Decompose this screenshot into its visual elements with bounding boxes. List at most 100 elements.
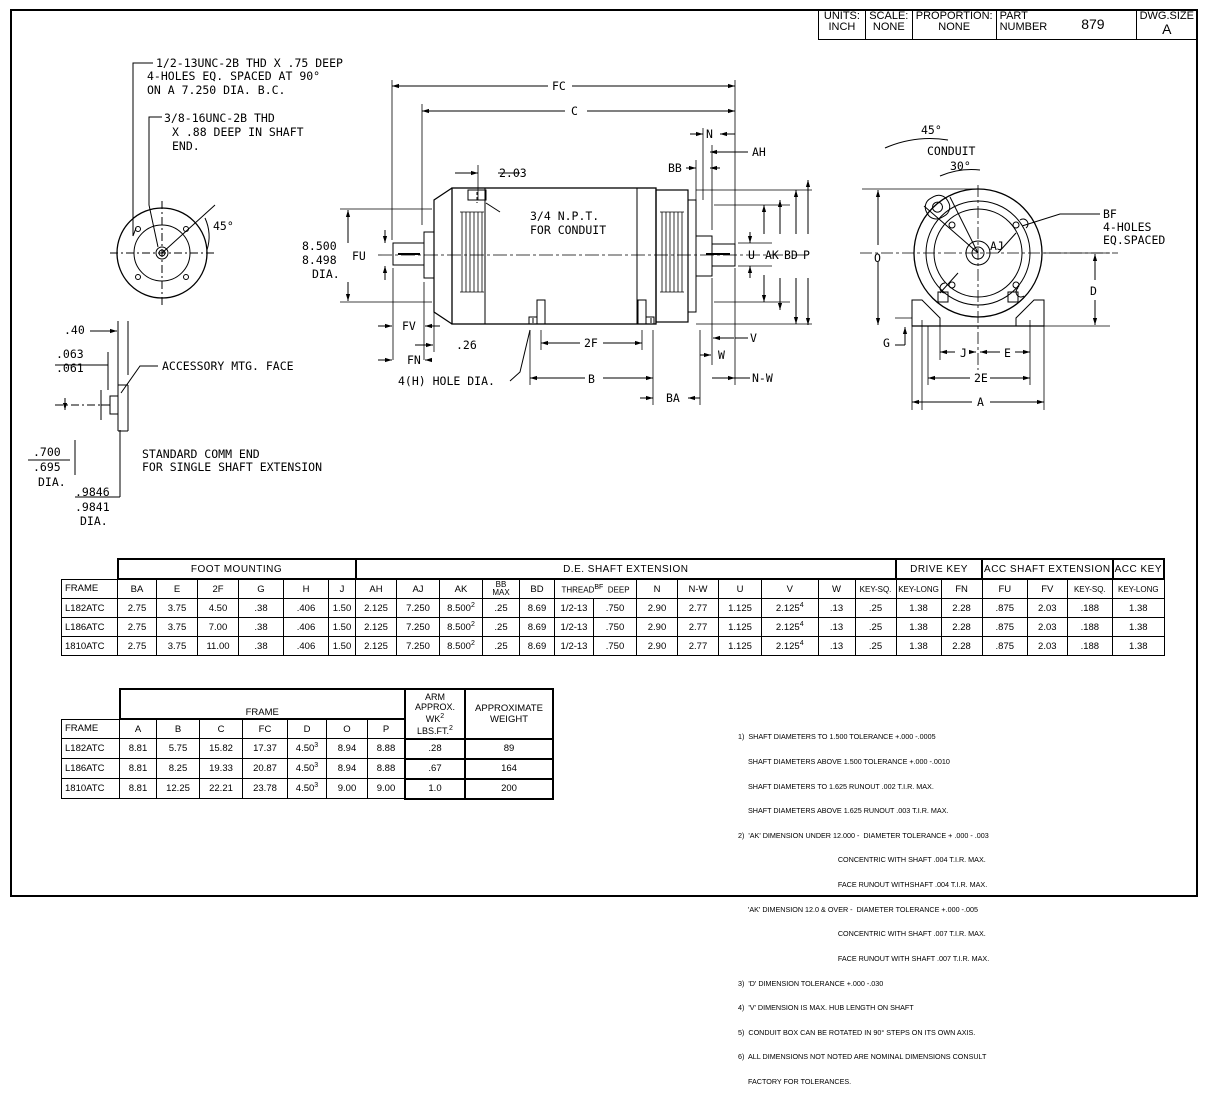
dim-aj: AJ xyxy=(990,239,1004,253)
table-row: L182ATC 8.81 5.75 15.82 17.37 4.503 8.94… xyxy=(61,737,554,760)
dim-fn: FN xyxy=(407,353,421,367)
dim-fc: FC xyxy=(552,79,566,93)
dim-bb: BB xyxy=(668,161,682,175)
shaft-thread-note-line-3: END. xyxy=(172,139,200,153)
col-header: P xyxy=(367,718,406,739)
dim-w: W xyxy=(718,348,725,362)
table-cell: .25 xyxy=(854,598,897,618)
dim-26: .26 xyxy=(456,338,477,352)
npt-note-line-1: 3/4 N.P.T. xyxy=(530,209,599,223)
thread-label: THREAD xyxy=(561,585,595,595)
table-cell: 23.78 xyxy=(242,778,288,799)
table-cell: 8.88 xyxy=(367,758,406,779)
table-cell: 4.50 xyxy=(197,598,239,618)
note-ref: 2 xyxy=(470,639,475,647)
part-number: 879 xyxy=(1050,9,1137,40)
units-label: UNITS: xyxy=(823,10,860,22)
note-ref: 2 xyxy=(470,620,475,628)
col-header: H xyxy=(283,578,329,599)
dim-p: P xyxy=(803,248,810,262)
dim-ak: AK xyxy=(765,248,779,262)
dim-a: A xyxy=(977,395,984,409)
dim-2e: 2E xyxy=(974,371,988,385)
col-header: KEY-LONG xyxy=(895,578,942,599)
note-line: FACE RUNOUT WITH SHAFT .007 T.I.R. MAX. xyxy=(738,953,990,963)
dim-d: D xyxy=(1090,284,1097,298)
col-header: N-W xyxy=(677,578,719,599)
table-row: L186ATC 2.75 3.75 7.00 .38 .406 1.50 2.1… xyxy=(61,617,1165,637)
tap-hole-note-line-3: ON A 7.250 DIA. B.C. xyxy=(147,83,285,97)
weight-label: WEIGHT xyxy=(490,713,528,725)
ak-value: 8.500 xyxy=(447,603,471,615)
table-cell: 22.21 xyxy=(199,778,243,799)
table-cell: 2.03 xyxy=(1027,598,1068,618)
table-cell: 1.0 xyxy=(404,777,466,800)
table-cell: .750 xyxy=(593,636,637,656)
table-cell: 2.77 xyxy=(677,617,719,637)
note-line: FACTORY FOR TOLERANCES. xyxy=(738,1076,852,1086)
part-label: PART xyxy=(999,10,1028,22)
dim-700: .700 xyxy=(33,445,61,459)
table-cell: 8.69 xyxy=(519,636,555,656)
table-cell: 2.90 xyxy=(636,598,678,618)
table-cell: 12.25 xyxy=(156,778,200,799)
table-cell: 9.00 xyxy=(367,778,406,799)
table-row: L182ATC 2.75 3.75 4.50 .38 .406 1.50 2.1… xyxy=(61,598,1165,618)
table-cell: .25 xyxy=(854,617,897,637)
wk-label: WK xyxy=(425,713,441,724)
col-header: C xyxy=(199,718,243,739)
table-cell: .406 xyxy=(283,617,329,637)
shaft-thread-note-line-1: 3/8-16UNC-2B THD xyxy=(164,111,275,125)
col-header: AH xyxy=(355,578,397,599)
v-value: 2.125 xyxy=(775,603,800,615)
dim-j: J xyxy=(960,346,967,360)
table-cell: 8.69 xyxy=(519,598,555,618)
table-cell: 3.75 xyxy=(156,636,198,656)
note-ref: 4 xyxy=(799,601,804,609)
group-frame: FRAME xyxy=(118,688,406,720)
col-header: AK xyxy=(439,578,483,599)
motor-side-view xyxy=(340,80,812,405)
col-header: BA xyxy=(117,578,157,599)
units-value: INCH xyxy=(828,21,856,33)
col-header: FU xyxy=(981,578,1029,599)
table-cell: 1.50 xyxy=(328,617,356,637)
dim-2-03: 2.03 xyxy=(499,166,527,180)
number-label: NUMBER xyxy=(999,21,1048,33)
shaft-thread-note-line-2: X .88 DEEP IN SHAFT xyxy=(172,125,304,139)
table-cell: 5.75 xyxy=(156,738,200,759)
table-cell: .38 xyxy=(238,598,284,618)
dia-label-1: DIA. xyxy=(38,475,66,489)
table-cell: 1.38 xyxy=(895,636,942,656)
table-cell: .38 xyxy=(238,636,284,656)
table-cell: .188 xyxy=(1066,636,1114,656)
note-ref: 4 xyxy=(799,639,804,647)
dim-9841: .9841 xyxy=(75,500,110,514)
angle-45-left: 45° xyxy=(213,219,234,233)
table-cell: .875 xyxy=(981,617,1029,637)
max-label: MAX xyxy=(492,588,510,597)
note-line: FACE RUNOUT WITHSHAFT .004 T.I.R. MAX. xyxy=(738,880,988,890)
col-header: AJ xyxy=(396,578,440,599)
v-value: 2.125 xyxy=(775,641,800,653)
col-header: A xyxy=(119,718,157,739)
table-cell: 1.125 xyxy=(718,617,762,637)
table-cell: .188 xyxy=(1066,598,1114,618)
group-acc-key: ACC KEY xyxy=(1111,558,1166,580)
lbs-ft-label: LBS.FT. xyxy=(417,725,450,736)
bf-label: BF xyxy=(1103,207,1117,221)
table-cell: 8.69 xyxy=(519,617,555,637)
dim-8-498: 8.498 xyxy=(302,253,337,267)
dim-u: U xyxy=(748,248,755,262)
dim-fu: FU xyxy=(352,249,366,263)
table-cell: 2.75 xyxy=(117,636,157,656)
deep-label: DEEP xyxy=(607,585,630,595)
col-header: B xyxy=(156,718,200,739)
motor-drawing: 1/2-13UNC-2B THD X .75 DEEP 4-HOLES EQ. … xyxy=(28,56,1165,528)
note-line: 3) 'D' DIMENSION TOLERANCE +.000 -.030 xyxy=(738,978,884,988)
